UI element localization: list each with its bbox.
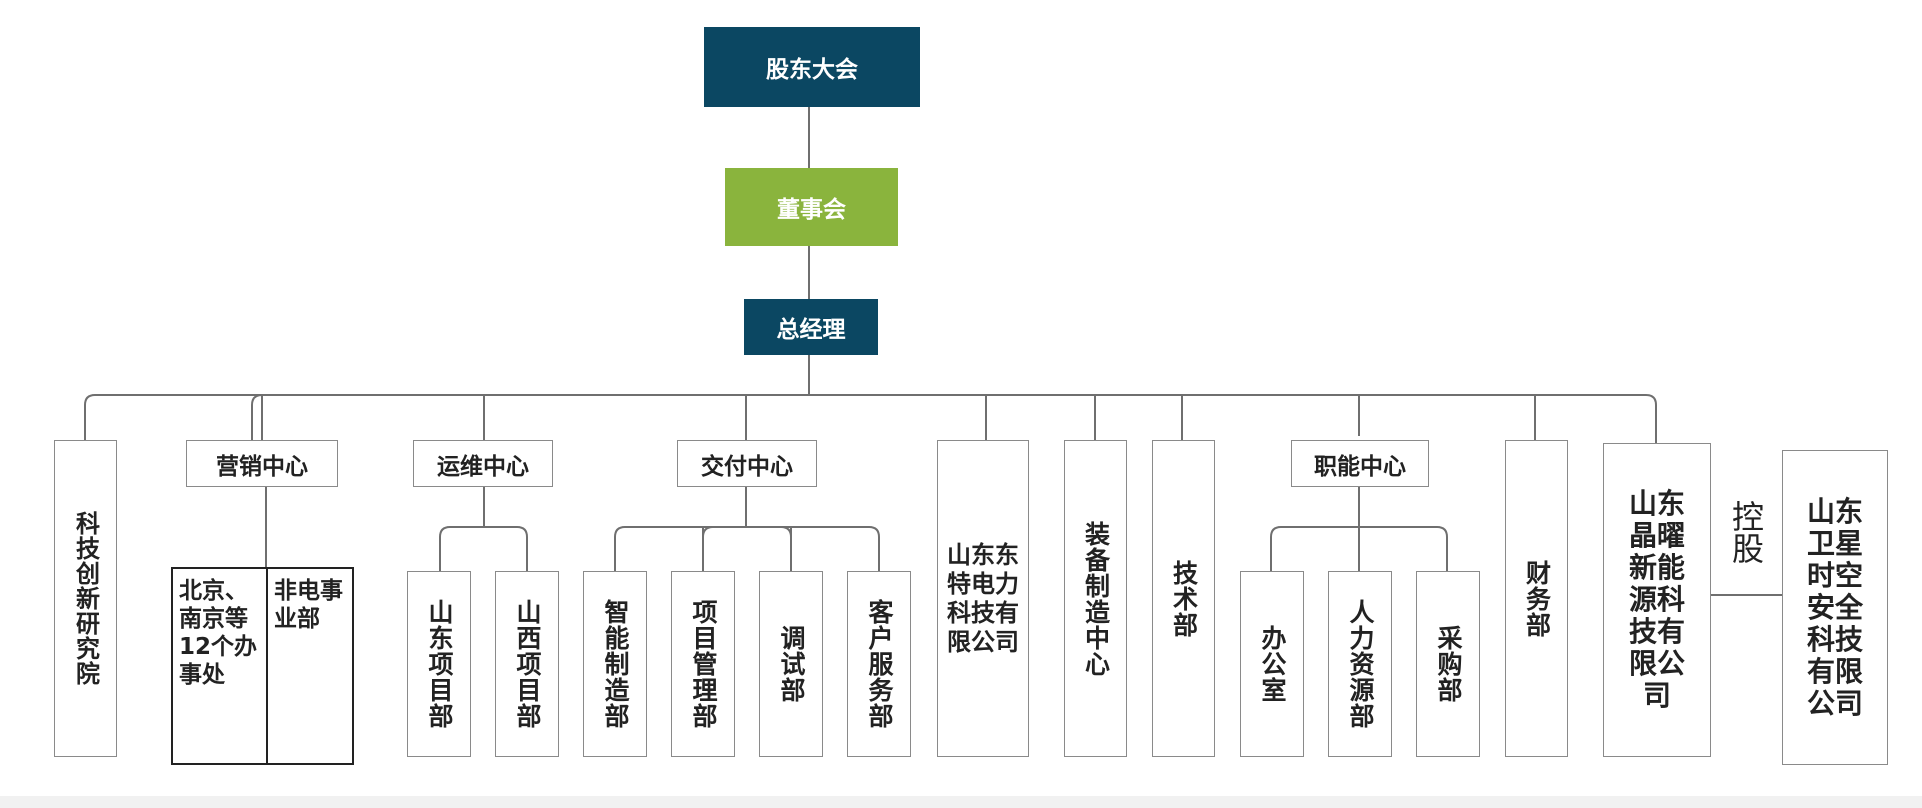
smart-manufacturing-dept-label: 智能制造部 [601,599,630,729]
holding-label: 控股 [1727,500,1765,564]
commissioning-dept-label: 调试部 [777,625,806,703]
functions-center-label: 职能中心 [1314,453,1406,480]
technology-dept-node: 技术部 [1152,440,1215,757]
general-manager-label: 总经理 [776,317,846,343]
technology-dept-label: 技术部 [1169,559,1199,638]
hr-dept-label: 人力资源部 [1346,599,1375,729]
dongte-company-node: 山东东特电力科技有限公司 [937,440,1029,757]
finance-dept-label: 财务部 [1522,559,1552,638]
board-of-directors-label: 董事会 [777,197,846,223]
bottom-strip [0,796,1922,808]
delivery-center-label: 交付中心 [701,453,793,480]
shandong-project-dept-node: 山东项目部 [407,571,471,757]
customer-service-dept-node: 客户服务部 [847,571,911,757]
weixing-company-node: 山东卫星时空安全科技有限公司 [1782,450,1888,765]
research-institute-label: 科技创新研究院 [71,511,100,686]
functions-center-node: 职能中心 [1291,440,1429,487]
general-manager-node: 总经理 [744,299,878,355]
board-of-directors-node: 董事会 [725,168,898,246]
shanxi-project-dept-node: 山西项目部 [495,571,559,757]
procurement-dept-label: 采购部 [1434,625,1463,703]
equipment-manufacturing-center-label: 装备制造中心 [1081,520,1111,677]
shareholders-meeting-label: 股东大会 [766,57,858,83]
non-electric-division-label: 非电事业部 [274,578,343,632]
offices-label: 北京、南京等12个办事处 [179,578,258,688]
office-node: 办公室 [1240,571,1304,757]
weixing-company-label: 山东卫星时空安全科技有限公司 [1806,494,1863,720]
marketing-center-node: 营销中心 [186,440,338,487]
research-institute-node: 科技创新研究院 [54,440,117,757]
finance-dept-node: 财务部 [1505,440,1568,757]
office-label: 办公室 [1258,625,1287,703]
procurement-dept-node: 采购部 [1416,571,1480,757]
operations-center-node: 运维中心 [413,440,553,487]
shanxi-project-dept-label: 山西项目部 [513,599,542,729]
equipment-manufacturing-center-node: 装备制造中心 [1064,440,1127,757]
delivery-center-node: 交付中心 [677,440,817,487]
project-management-dept-label: 项目管理部 [689,599,718,729]
customer-service-dept-label: 客户服务部 [865,599,894,729]
commissioning-dept-node: 调试部 [759,571,823,757]
dongte-company-label: 山东东特电力科技有限公司 [947,540,1019,656]
operations-center-label: 运维中心 [437,453,529,480]
non-electric-division-node: 非电事业部 [266,567,354,765]
marketing-center-label: 营销中心 [216,453,308,480]
shandong-project-dept-label: 山东项目部 [425,599,454,729]
jingyao-company-label: 山东晶曜新能源科技有限公司 [1628,487,1685,712]
smart-manufacturing-dept-node: 智能制造部 [583,571,647,757]
project-management-dept-node: 项目管理部 [671,571,735,757]
jingyao-company-node: 山东晶曜新能源科技有限公司 [1603,443,1711,757]
shareholders-meeting-node: 股东大会 [704,27,920,107]
hr-dept-node: 人力资源部 [1328,571,1392,757]
offices-node: 北京、南京等12个办事处 [171,567,268,765]
